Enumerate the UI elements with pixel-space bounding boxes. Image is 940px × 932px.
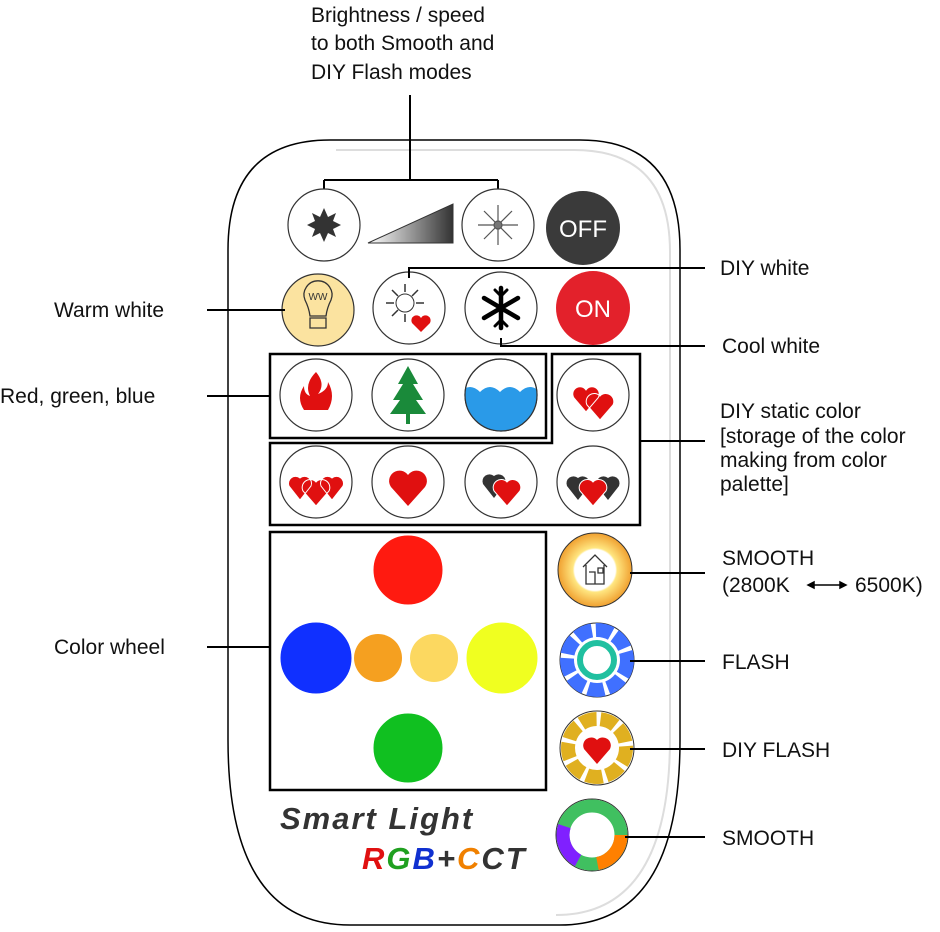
brightness-speed-label-2: to both Smooth and: [311, 32, 494, 55]
sun-filled-icon: [307, 208, 341, 242]
diy-color-button-2[interactable]: [279, 445, 353, 519]
svg-text:OFF: OFF: [559, 216, 607, 243]
diy-white-button[interactable]: [372, 271, 446, 345]
color-wheel-label: Color wheel: [54, 636, 165, 659]
fire-icon: [300, 372, 332, 410]
smooth-cct-label: SMOOTH: [722, 547, 814, 570]
smooth-cct-button[interactable]: [557, 532, 633, 608]
smooth-button[interactable]: [555, 798, 629, 872]
off-button[interactable]: OFF: [546, 191, 620, 265]
wheel-red-button[interactable]: [372, 534, 444, 606]
heart-icon: [583, 737, 611, 764]
smooth-cct-range-high: 6500K): [855, 574, 923, 597]
double-arrow-icon: [806, 580, 848, 590]
brightness-up-button[interactable]: [461, 188, 535, 262]
tree-icon: [390, 366, 426, 424]
green-button[interactable]: [371, 358, 445, 432]
diy-flash-button[interactable]: [559, 710, 635, 786]
hearts-icon: [288, 475, 344, 507]
diy-color-button-1[interactable]: [556, 358, 630, 432]
on-button[interactable]: ON: [556, 271, 630, 345]
smooth-cct-range-low: (2800K: [722, 574, 790, 597]
wheel-green-button[interactable]: [372, 712, 444, 784]
sun-heart-icon: [386, 284, 431, 332]
diy-static-label-4: palette]: [720, 473, 789, 496]
light-bulb-icon: [303, 280, 333, 329]
diy-static-label-1: DIY static color: [720, 400, 861, 423]
diy-color-button-4[interactable]: [464, 445, 538, 519]
smooth-label: SMOOTH: [722, 827, 814, 850]
hearts-icon: [492, 479, 522, 507]
cool-white-label: Cool white: [722, 335, 820, 358]
house-icon: [582, 554, 608, 585]
rainbow-ring-icon: [577, 640, 617, 680]
hearts-icon: [578, 479, 608, 507]
brand-rgb-cct: RGB+CCT: [362, 841, 528, 876]
flash-button[interactable]: [559, 622, 635, 698]
brightness-speed-label-1: Brightness / speed: [311, 4, 485, 27]
brightness-down-button[interactable]: [287, 188, 361, 262]
wheel-light-yellow-button[interactable]: [410, 634, 458, 682]
brightness-speed-label-3: DIY Flash modes: [311, 61, 472, 84]
warm-white-button[interactable]: WW: [281, 273, 355, 347]
flash-label: FLASH: [722, 651, 790, 674]
svg-text:WW: WW: [309, 292, 328, 303]
wheel-orange-button[interactable]: [354, 634, 402, 682]
rgb-label: Red, green, blue: [0, 385, 155, 408]
heart-icon: [389, 470, 427, 506]
diy-white-label: DIY white: [720, 257, 810, 280]
diy-color-button-3[interactable]: [371, 445, 445, 519]
cool-white-button[interactable]: [464, 271, 538, 345]
brand-smart-light: Smart Light: [280, 801, 474, 836]
sun-outline-icon: [478, 205, 518, 245]
warm-white-label: Warm white: [54, 299, 164, 322]
snowflake-icon: [481, 285, 521, 331]
wheel-yellow-button[interactable]: [465, 621, 539, 695]
brightness-ladder-icon: [367, 203, 454, 244]
diy-static-label-2: [storage of the color: [720, 425, 906, 448]
wheel-blue-button[interactable]: [279, 621, 353, 695]
diy-flash-label: DIY FLASH: [722, 739, 830, 762]
red-button[interactable]: [279, 358, 353, 432]
diy-color-button-5[interactable]: [556, 445, 630, 519]
svg-text:ON: ON: [575, 296, 611, 323]
hearts-icon: [572, 386, 615, 421]
diy-static-label-3: making from color: [720, 449, 887, 472]
